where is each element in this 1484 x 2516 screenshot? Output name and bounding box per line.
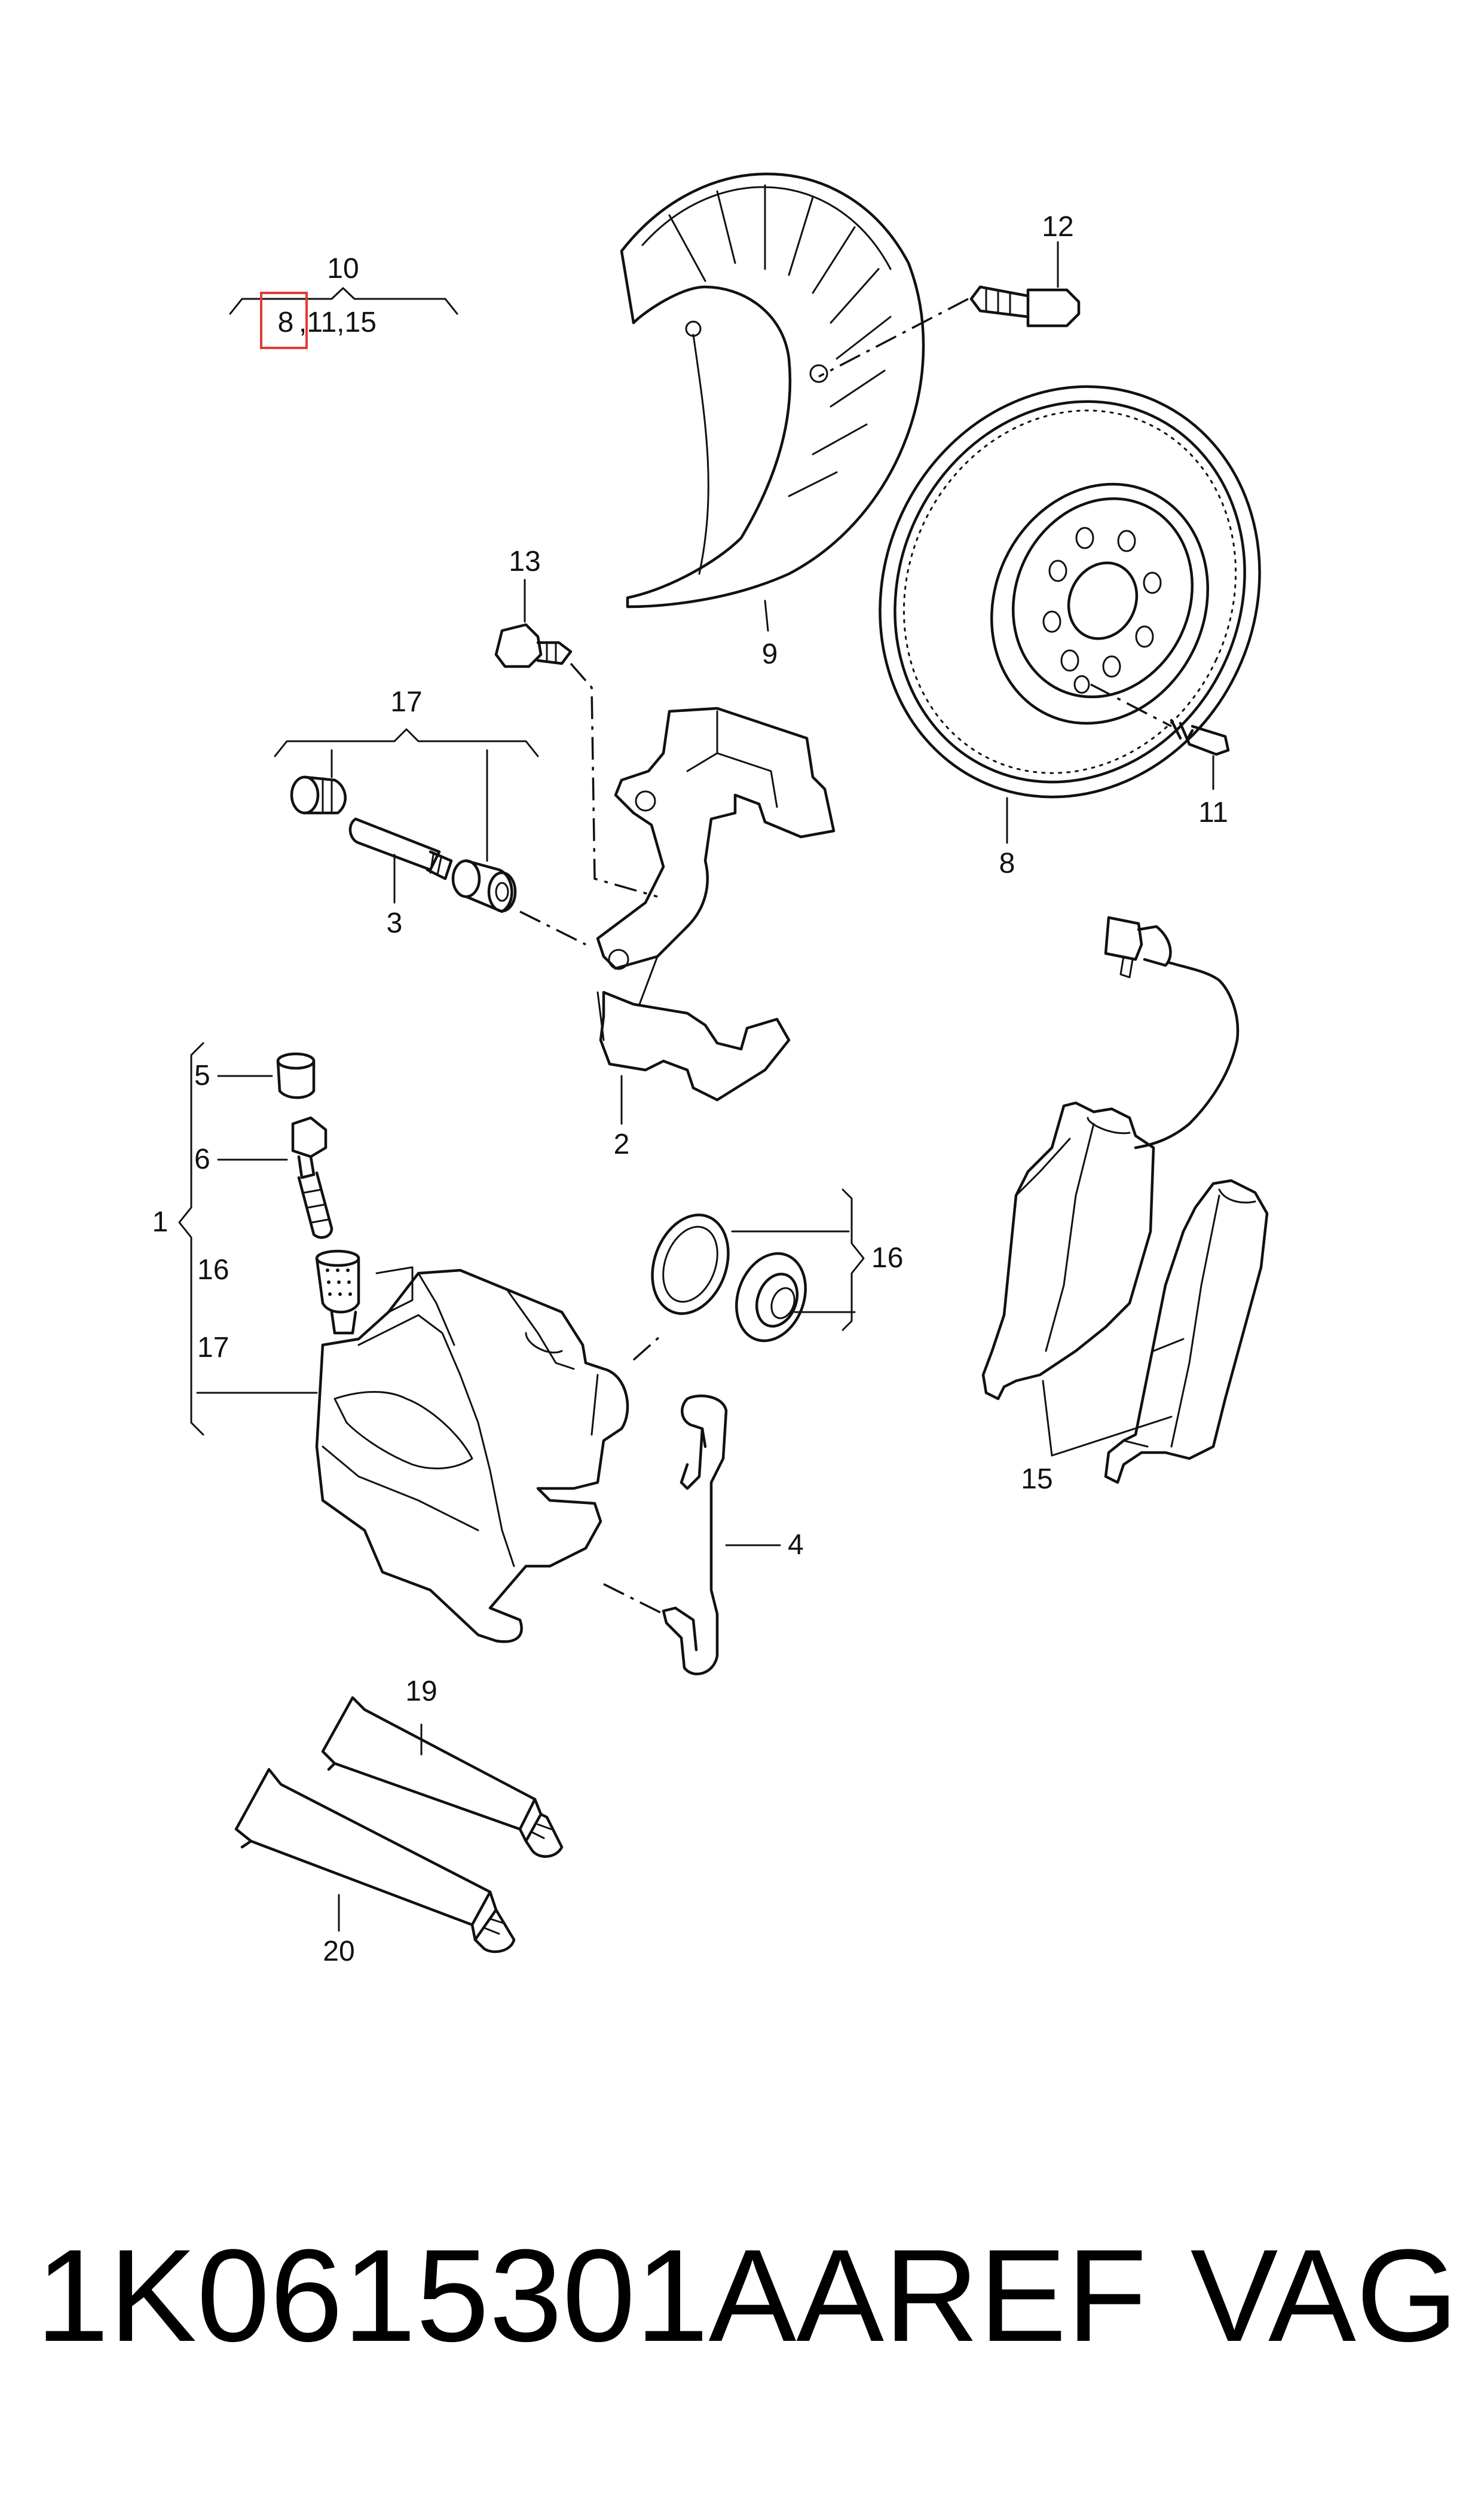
callout-1-group: 1 5 6 16 17: [152, 1042, 318, 1436]
callout-19: 19: [405, 1676, 437, 1707]
centerline-sleeve: [519, 910, 586, 946]
callout-6: 6: [194, 1144, 210, 1175]
callout-17-lower: 17: [197, 1332, 229, 1364]
brand-name: VAG: [1190, 2222, 1458, 2369]
callout-5: 5: [194, 1060, 210, 1092]
guide-sleeve[interactable]: [451, 859, 517, 913]
bracket-10: [229, 287, 458, 315]
callout-10: 10: [327, 253, 359, 285]
callout-20: 20: [323, 1936, 354, 1967]
guide-pin-part-3[interactable]: [348, 817, 453, 881]
part-number: 1K0615301AAREF: [36, 2222, 1148, 2369]
callout-11: 11: [1198, 797, 1228, 829]
brace-1: [178, 1042, 204, 1436]
boot-cap[interactable]: [290, 775, 347, 815]
centerline-13: [570, 662, 658, 898]
centerline-spring: [603, 1583, 664, 1615]
callout-13: 13: [509, 546, 540, 577]
bracket-17-leaders: [331, 749, 488, 862]
bolt-part-13[interactable]: [494, 623, 573, 668]
grease-tube-part-19[interactable]: [321, 1696, 564, 1858]
callout-8: 8: [999, 848, 1015, 879]
piston[interactable]: [315, 1249, 360, 1335]
wear-sensor[interactable]: [1104, 916, 1240, 1150]
footer-caption: 1K0615301AAREF VAG: [36, 2212, 1458, 2379]
callout-17-upper: 17: [390, 686, 422, 718]
bolt-part-12[interactable]: [969, 285, 1081, 328]
callout-1: 1: [152, 1206, 169, 1238]
callout-16-right-group: 16: [731, 1188, 903, 1331]
callout-2: 2: [614, 1129, 630, 1160]
callout-10-items-rest: ,11,15: [299, 307, 377, 338]
bleeder-screw-part-6[interactable]: [291, 1116, 333, 1239]
callout-9: 9: [762, 638, 778, 670]
callout-12: 12: [1042, 211, 1073, 243]
piston-boot[interactable]: [725, 1244, 818, 1351]
callout-16-right: 16: [871, 1242, 903, 1274]
callout-10-group: 10 8 ,11,15: [229, 253, 458, 349]
brake-disc-part-8[interactable]: [813, 324, 1326, 860]
highlight-box[interactable]: [260, 292, 308, 349]
leader-9: [764, 600, 769, 632]
grease-tube-part-20[interactable]: [234, 1768, 516, 1954]
bracket-17-upper: [274, 728, 539, 757]
centerline-11: [1090, 683, 1172, 727]
leaders-16-right: [731, 1230, 856, 1313]
callout-17-upper-group: 17: [274, 686, 539, 862]
brake-pad-outer[interactable]: [1104, 1179, 1269, 1484]
bracket-16-right: [842, 1188, 865, 1331]
cap-part-5[interactable]: [276, 1052, 316, 1099]
centerline-12: [818, 298, 969, 378]
callout-4: 4: [788, 1529, 804, 1561]
spring-clip-part-4[interactable]: [662, 1394, 728, 1676]
caliper-housing[interactable]: [315, 1266, 629, 1643]
callout-10-item-8[interactable]: 8: [278, 307, 294, 338]
screw-part-11[interactable]: [1170, 719, 1230, 756]
caliper-carrier-part-2[interactable]: [596, 707, 836, 1102]
callout-3: 3: [387, 907, 403, 939]
callout-16-lower: 16: [197, 1254, 229, 1286]
seal-ring[interactable]: [640, 1204, 742, 1325]
leader-15: [1042, 1380, 1173, 1457]
dust-shield-part-9[interactable]: [620, 172, 925, 609]
centerline-seal: [632, 1335, 662, 1361]
callout-15: 15: [1021, 1463, 1052, 1495]
brake-pad-inner[interactable]: [981, 1101, 1155, 1401]
